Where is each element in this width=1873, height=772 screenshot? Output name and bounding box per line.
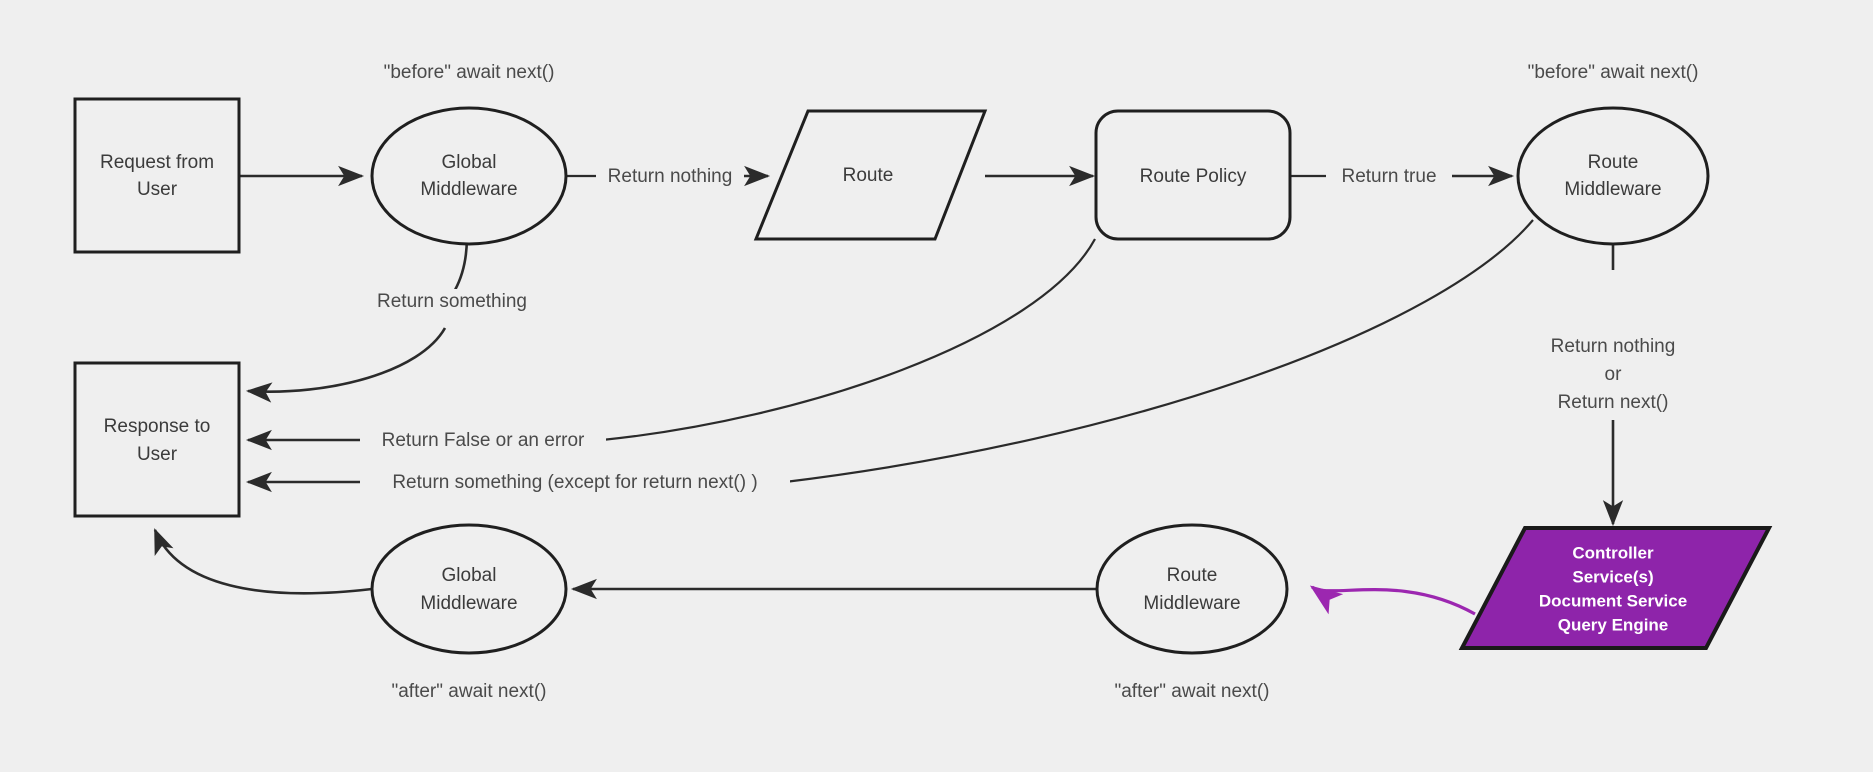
return-true-label-text: Return true [1341,166,1436,187]
route-shape [753,109,988,241]
edge-label-return-nothing-or-next: Return nothing or Return next() [1528,272,1700,413]
route-policy-shape [1094,109,1292,241]
node-route-policy[interactable]: Route Policy [1094,109,1292,241]
controller-services-shape [1458,526,1773,650]
return-false-label-text: Return False or an error [382,430,585,451]
return-something-except-label-bg [360,470,790,496]
edge-label-return-true: Return true [1326,163,1452,189]
route-middleware-bottom-shape [1095,523,1289,655]
controller-services-line1: Controller [1572,543,1654,562]
route-label: Route [843,165,894,186]
controller-services-line2: Service(s) [1572,567,1653,586]
controller-services-line3: Document Service [1539,591,1687,610]
route-middleware-top-label-line1: Route [1588,152,1639,173]
return-nothing-or-next-line3: Return next() [1558,392,1669,413]
node-controller-services[interactable]: Controller Service(s) Document Service Q… [1458,526,1773,650]
return-nothing-or-next-line1: Return nothing [1551,336,1676,357]
controller-services-line4: Query Engine [1558,615,1669,634]
global-middleware-bottom-label-line1: Global [442,565,497,586]
edge-global-to-response-return-something [245,327,447,403]
edge-policy-to-response-false-curve [601,238,1096,442]
route-middleware-top-label-line2: Middleware [1564,179,1661,200]
request-from-user-label-line2: User [137,179,178,200]
route-middleware-top-shape [1516,106,1710,246]
response-to-user-label-line1: Response to [104,416,211,437]
node-route[interactable]: Route [753,109,988,241]
return-nothing-label-bg [596,163,744,189]
request-from-user-label-line1: Request from [100,152,214,173]
node-global-middleware-top[interactable]: Global Middleware [370,106,568,246]
route-policy-label: Route Policy [1140,166,1247,187]
edge-global-middleware-bottom-to-response [153,528,373,595]
node-route-middleware-bottom[interactable]: Route Middleware [1095,523,1289,655]
return-false-label-bg [360,428,606,454]
node-route-middleware-top[interactable]: Route Middleware [1516,106,1710,246]
return-something-top-label-text: Return something [377,291,527,312]
return-true-label-bg [1326,163,1452,189]
route-middleware-bottom-label-line1: Route [1167,565,1218,586]
node-response-to-user[interactable]: Response to User [73,361,241,518]
edge-routemw-to-response-curve [784,219,1534,484]
global-middleware-bottom-shape [370,523,568,655]
return-nothing-or-next-label-bg [1528,272,1700,358]
edge-controller-to-route-middleware-bottom [1309,585,1476,616]
global-middleware-bottom-label-line2: Middleware [420,593,517,614]
request-from-user-shape [73,97,241,254]
global-middleware-top-label-line1: Global [442,152,497,173]
annotation-before-await-next-global: "before" await next() [384,62,555,83]
return-something-top-label-bg [364,289,540,315]
return-nothing-or-next-line2: or [1605,364,1623,385]
edge-label-return-false-or-error: Return False or an error [360,428,606,454]
global-middleware-top-shape [370,106,568,246]
edge-label-return-nothing: Return nothing [596,163,744,189]
return-nothing-label-text: Return nothing [608,166,733,187]
annotation-after-await-next-route: "after" await next() [1115,681,1270,702]
edge-label-return-something-top: Return something [364,289,540,315]
global-middleware-top-label-line2: Middleware [420,179,517,200]
route-middleware-bottom-label-line2: Middleware [1143,593,1240,614]
annotation-before-await-next-route: "before" await next() [1528,62,1699,83]
edge-label-return-something-except: Return something (except for return next… [360,470,790,496]
response-to-user-label-line2: User [137,444,178,465]
return-something-except-label-text: Return something (except for return next… [392,472,757,493]
node-global-middleware-bottom[interactable]: Global Middleware [370,523,568,655]
node-request-from-user[interactable]: Request from User [73,97,241,254]
annotation-after-await-next-global: "after" await next() [392,681,547,702]
response-to-user-shape [73,361,241,518]
